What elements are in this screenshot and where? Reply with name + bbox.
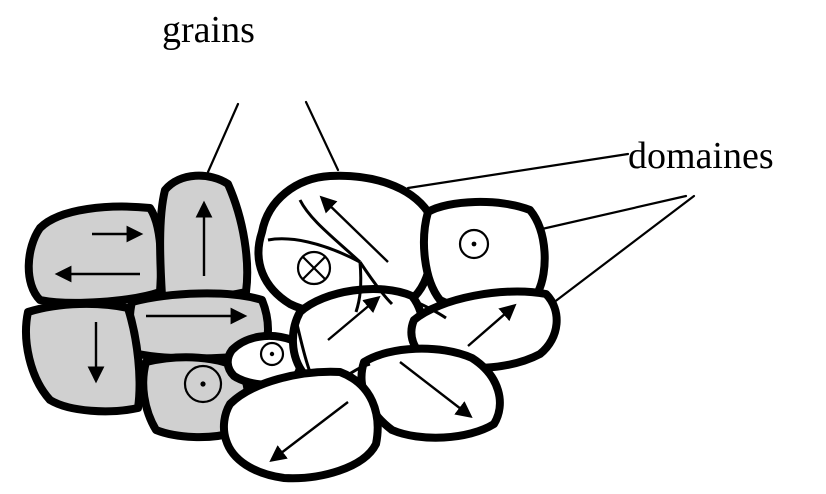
grain-gray-top-left	[29, 207, 161, 303]
grains-leader-left	[208, 104, 238, 172]
grain-white-bottom	[224, 372, 378, 478]
grains-leader-right	[306, 102, 338, 170]
white-grains	[224, 176, 557, 478]
grain-gray-bottom-left	[26, 304, 139, 411]
grains-label: grains	[162, 9, 255, 51]
domains-label: domaines	[628, 135, 774, 177]
domains-leader-1	[408, 154, 628, 188]
domains-leader-2	[520, 196, 686, 234]
grain-white-lower-right	[362, 349, 500, 438]
